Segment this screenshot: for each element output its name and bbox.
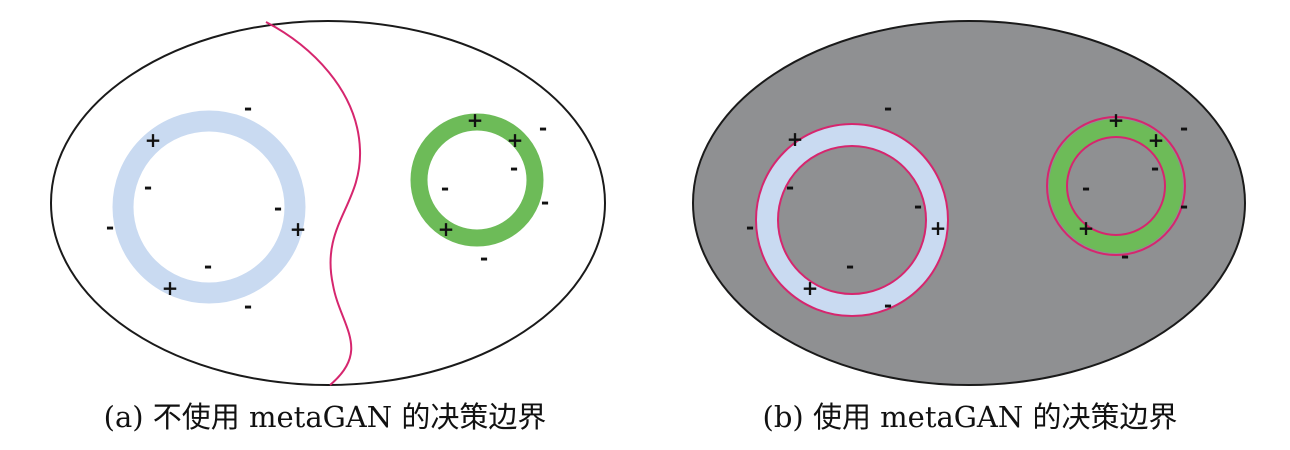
- negative-sample-mark: -: [541, 190, 549, 214]
- negative-sample-mark: -: [441, 176, 449, 200]
- negative-sample-mark: -: [1121, 244, 1129, 268]
- positive-sample-mark: +: [507, 128, 524, 152]
- panel-a-caption: (a) 不使用 metaGAN 的决策边界: [103, 400, 547, 434]
- negative-sample-mark: -: [884, 293, 892, 317]
- negative-sample-mark: -: [746, 215, 754, 239]
- negative-sample-mark: -: [244, 96, 252, 120]
- positive-sample-mark: +: [1078, 216, 1095, 240]
- negative-sample-mark: -: [539, 116, 547, 140]
- negative-sample-mark: -: [144, 175, 152, 199]
- positive-sample-mark: +: [802, 276, 819, 300]
- decision-boundary-curve: [265, 21, 362, 386]
- panel-b-caption: (b) 使用 metaGAN 的决策边界: [762, 400, 1178, 434]
- positive-sample-mark: +: [1148, 128, 1165, 152]
- positive-sample-mark: +: [1108, 108, 1125, 132]
- negative-sample-mark: -: [480, 246, 488, 270]
- negative-sample-mark: -: [1082, 176, 1090, 200]
- green-class-ring: [1049, 119, 1183, 253]
- panel-a-diagram: -+--+--+-+-+---+-: [50, 20, 606, 386]
- positive-sample-mark: +: [787, 127, 804, 151]
- positive-sample-mark: +: [467, 108, 484, 132]
- green-class-ring: [410, 113, 544, 247]
- negative-sample-mark: -: [244, 294, 252, 318]
- blue-class-ring: [112, 110, 306, 304]
- negative-sample-mark: -: [510, 156, 518, 180]
- panel-b-marks: -+--+--+-+-+---+-: [746, 96, 1188, 317]
- positive-sample-mark: +: [162, 276, 179, 300]
- panel-b-diagram: -+--+--+-+-+---+-: [692, 20, 1246, 386]
- negative-sample-mark: -: [106, 215, 114, 239]
- positive-sample-mark: +: [290, 217, 307, 241]
- green-inner-boundary: [1066, 136, 1166, 236]
- positive-sample-mark: +: [438, 217, 455, 241]
- negative-sample-mark: -: [1180, 194, 1188, 218]
- negative-sample-mark: -: [274, 196, 282, 220]
- negative-sample-mark: -: [204, 254, 212, 278]
- negative-sample-mark: -: [914, 194, 922, 218]
- blue-outer-boundary: [755, 123, 949, 317]
- blue-inner-boundary: [777, 145, 927, 295]
- positive-sample-mark: +: [930, 216, 947, 240]
- green-outer-boundary: [1046, 116, 1186, 256]
- panel-a-marks: -+--+--+-+-+---+-: [106, 96, 549, 318]
- blue-class-ring: [756, 124, 948, 316]
- negative-sample-mark: -: [1151, 156, 1159, 180]
- negative-sample-mark: -: [884, 96, 892, 120]
- negative-sample-mark: -: [1180, 116, 1188, 140]
- positive-sample-mark: +: [145, 128, 162, 152]
- negative-sample-mark: -: [786, 175, 794, 199]
- negative-sample-mark: -: [846, 254, 854, 278]
